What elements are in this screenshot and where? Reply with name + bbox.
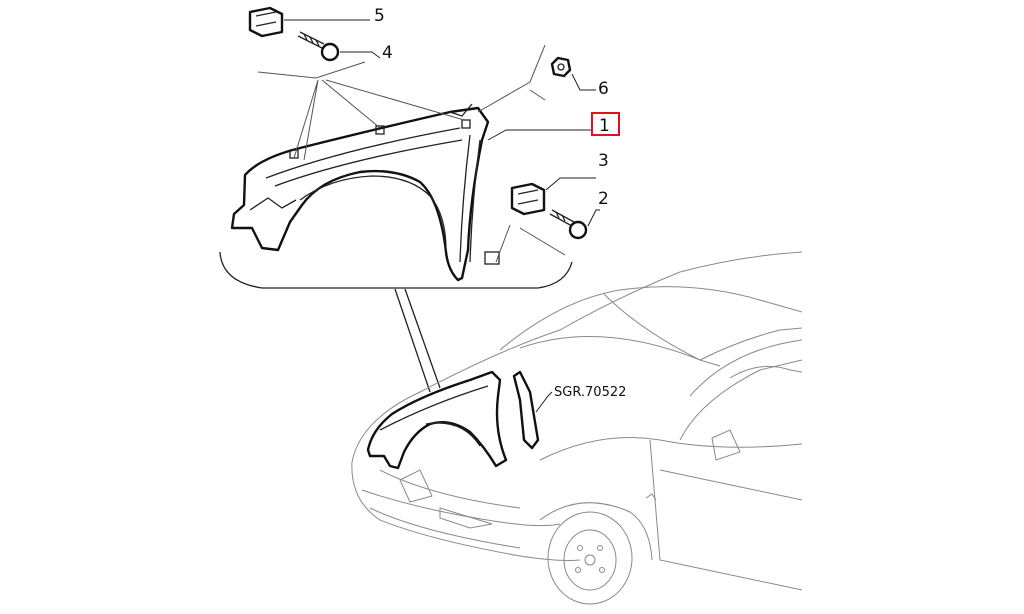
clip-nut-part (248, 6, 284, 38)
screw-part (297, 31, 340, 62)
callout-3: 3 (598, 151, 609, 171)
fender-on-car (366, 370, 540, 470)
clip-nut-part-lower (510, 182, 546, 216)
callout-4: 4 (382, 43, 393, 63)
assembly-lines (257, 44, 566, 263)
detail-bubble-outline (219, 251, 573, 289)
fender-detail (230, 103, 500, 282)
callout-5: 5 (374, 6, 385, 26)
detail-leader-lines (394, 288, 441, 393)
callout-6: 6 (598, 79, 609, 99)
callout-1-highlight-box (591, 112, 620, 136)
nut-part (550, 56, 572, 78)
callout-2: 2 (598, 189, 609, 209)
callout-leaders (284, 19, 600, 413)
car-outline (351, 251, 803, 605)
callout-1: 1 (599, 116, 610, 136)
screw-part-lower (549, 209, 588, 240)
drawing-code: SGR.70522 (554, 385, 626, 400)
